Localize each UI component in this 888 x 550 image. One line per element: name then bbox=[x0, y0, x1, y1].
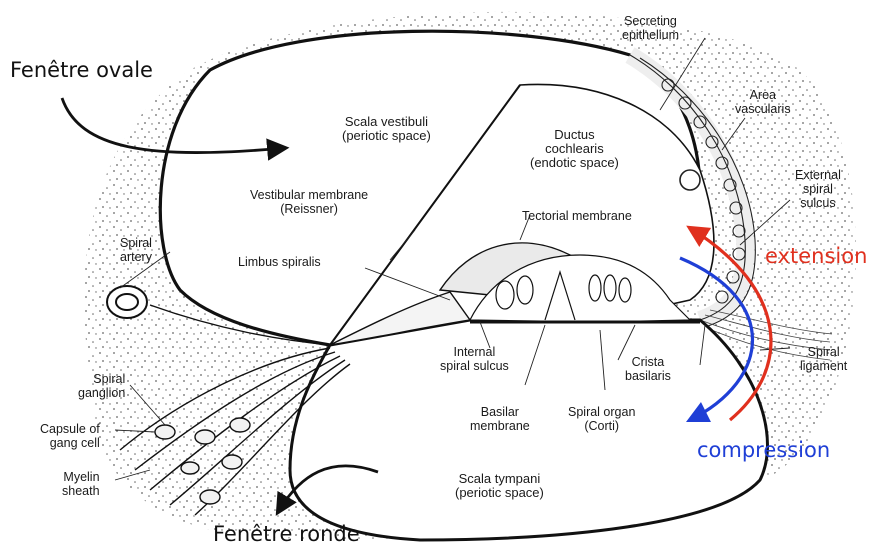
label-spiral-organ: Spiral organ(Corti) bbox=[568, 405, 635, 433]
fenetre-ovale-label: Fenêtre ovale bbox=[10, 58, 153, 82]
label-scala-vestibuli: Scala vestibuli(periotic space) bbox=[342, 115, 431, 143]
compression-label: compression bbox=[697, 438, 830, 462]
label-tectorial-membrane: Tectorial membrane bbox=[522, 209, 632, 223]
label-limbus-spiralis: Limbus spiralis bbox=[238, 255, 321, 269]
spiral-artery bbox=[107, 286, 147, 318]
label-scala-tympani: Scala tympani(periotic space) bbox=[455, 472, 544, 500]
extension-label: extension bbox=[765, 244, 867, 268]
fenetre-ronde-label: Fenêtre ronde bbox=[213, 522, 360, 546]
label-vestibular-membrane: Vestibular membrane(Reissner) bbox=[250, 188, 368, 216]
